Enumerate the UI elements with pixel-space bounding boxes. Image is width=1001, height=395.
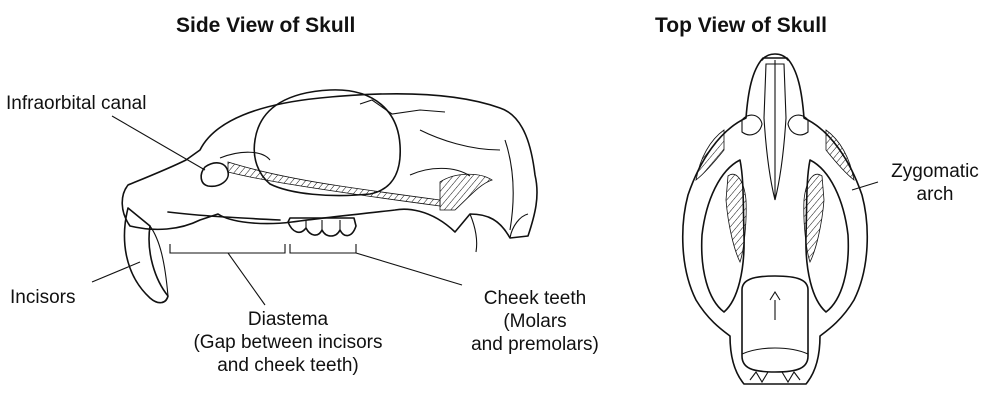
cheek-teeth-desc-line2: and premolars): [450, 333, 620, 356]
cheek-teeth-label: Cheek teeth: [450, 287, 620, 310]
diastema-label-block: Diastema (Gap between incisors and cheek…: [178, 308, 398, 377]
cheek-teeth-bracket: [290, 244, 356, 253]
side-skull: [122, 90, 537, 303]
diastema-desc-line1: (Gap between incisors: [178, 331, 398, 354]
zygomatic-label-block: Zygomatic arch: [873, 160, 997, 206]
incisors-leader: [92, 262, 140, 282]
side-leader-lines: [92, 116, 462, 305]
cheek-teeth-leader: [356, 253, 462, 285]
zygomatic-label: Zygomatic: [873, 160, 997, 183]
infraorbital-canal-label: Infraorbital canal: [6, 92, 146, 115]
incisors-label: Incisors: [10, 286, 75, 309]
diastema-label: Diastema: [178, 308, 398, 331]
diastema-bracket: [170, 244, 285, 253]
infraorbital-leader: [112, 116, 205, 170]
cheek-teeth-label-block: Cheek teeth (Molars and premolars): [450, 287, 620, 356]
cheek-teeth-desc-line1: (Molars: [450, 310, 620, 333]
arch-label: arch: [873, 183, 997, 206]
diastema-desc-line2: and cheek teeth): [178, 354, 398, 377]
diastema-leader: [228, 253, 265, 305]
top-skull: [683, 54, 868, 384]
